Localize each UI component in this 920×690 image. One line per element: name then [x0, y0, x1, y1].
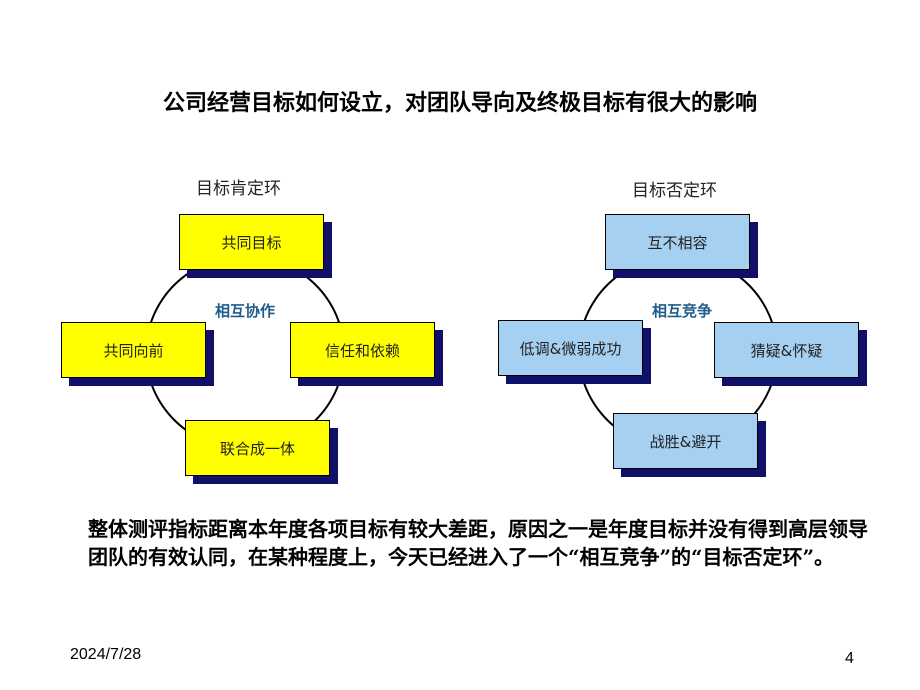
positive-box-bottom: 联合成一体: [185, 420, 330, 476]
negative-box-bottom: 战胜&避开: [613, 413, 758, 469]
positive-cycle-center: 相互协作: [215, 302, 276, 320]
negative-cycle-label: 目标否定环: [632, 181, 717, 201]
positive-cycle-label: 目标肯定环: [196, 179, 281, 199]
page-number: 4: [845, 650, 854, 667]
negative-box-top: 互不相容: [605, 214, 750, 270]
negative-box-right: 猜疑&怀疑: [714, 322, 859, 378]
negative-cycle-center: 相互竞争: [652, 302, 713, 320]
positive-box-left: 共同向前: [61, 322, 206, 378]
positive-box-right: 信任和依赖: [290, 322, 435, 378]
negative-box-left: 低调&微弱成功: [498, 320, 643, 376]
slide-title: 公司经营目标如何设立，对团队导向及终极目标有很大的影响: [162, 90, 757, 116]
footer-date: 2024/7/28: [70, 646, 142, 663]
positive-box-top: 共同目标: [179, 214, 324, 270]
summary-text: 整体测评指标距离本年度各项目标有较大差距，原因之一是年度目标并没有得到高层领导团…: [88, 517, 868, 569]
